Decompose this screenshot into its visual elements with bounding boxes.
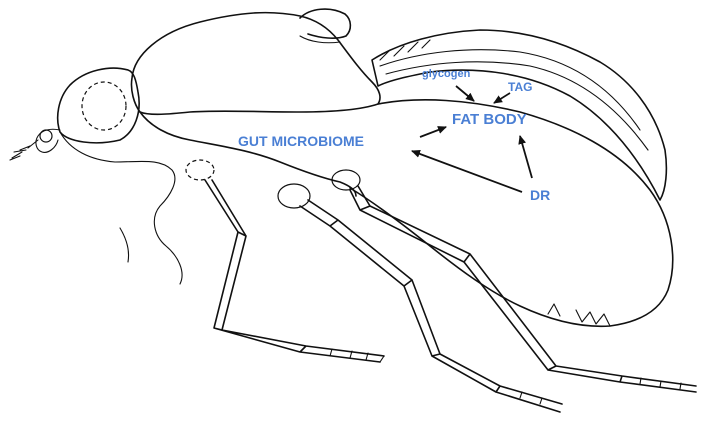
diagram-arrows — [412, 86, 532, 192]
fly-wing-hairs — [380, 40, 430, 60]
arrow-gut-to-fat-body — [420, 127, 446, 137]
fly-scutellum — [300, 9, 350, 38]
fly-leg-mid — [300, 200, 562, 412]
fly-thorax — [131, 13, 380, 115]
fly-leg-front — [205, 180, 384, 362]
arrow-dr-to-gut — [412, 151, 522, 192]
fly-eye — [82, 82, 126, 130]
fly-ventral-outline — [60, 132, 182, 284]
fly-illustration — [10, 9, 696, 412]
label-glycogen: glycogen — [422, 68, 471, 80]
fly-thorax-side — [140, 112, 356, 196]
label-gut-microbiome: GUT MICROBIOME — [238, 133, 364, 149]
fly-coxa-front — [186, 160, 214, 180]
fly-abdomen — [350, 100, 673, 326]
diagram-labels: glycogen TAG FAT BODY GUT MICROBIOME DR — [238, 68, 550, 203]
label-dr: DR — [530, 187, 550, 203]
fly-proboscis — [120, 228, 129, 262]
arrow-tag-to-fat-body — [494, 93, 510, 103]
fly-coxa-hind — [332, 170, 360, 190]
label-tag: TAG — [508, 80, 532, 94]
arrow-dr-to-fat-body — [520, 136, 532, 178]
fly-abdomen-hairs — [548, 304, 610, 326]
label-fat-body: FAT BODY — [452, 111, 527, 128]
fly-antenna-base — [40, 130, 52, 142]
fly-leg-hind — [350, 186, 696, 392]
fly-arista — [10, 140, 38, 160]
fly-antenna — [36, 129, 60, 152]
fly-head — [58, 68, 139, 143]
arrow-glycogen-to-fat-body — [456, 86, 474, 101]
fly-coxa-mid — [278, 184, 310, 208]
